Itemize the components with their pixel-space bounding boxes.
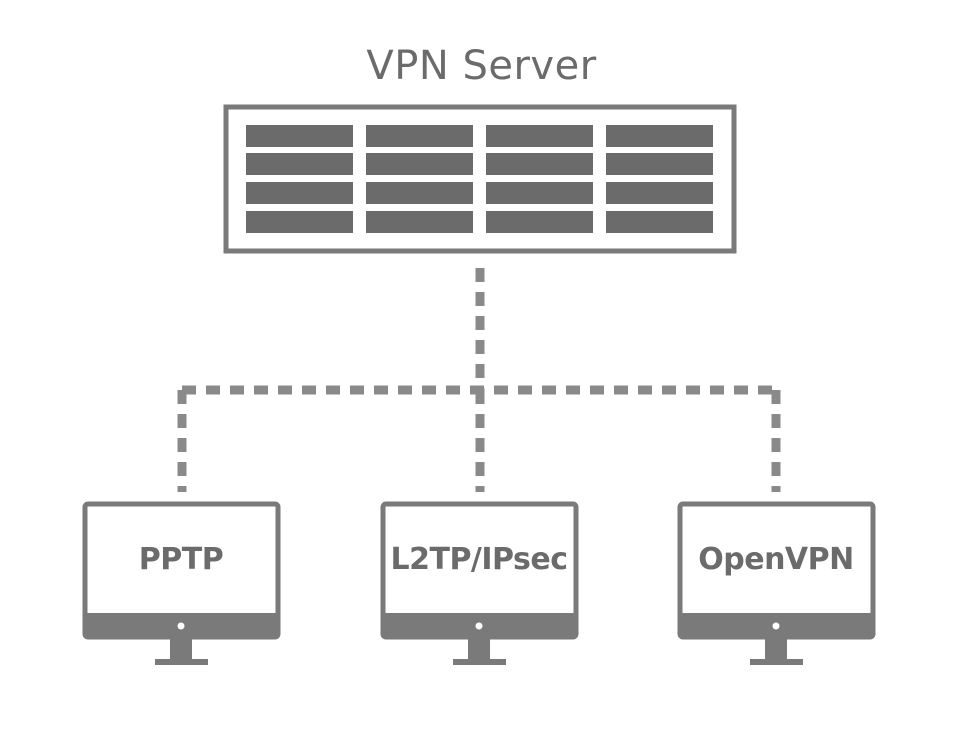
monitor-icon xyxy=(82,501,281,665)
server-rack-drives xyxy=(246,125,713,233)
connection-lines xyxy=(177,268,781,492)
client-label-pptp: PPTP xyxy=(138,542,224,577)
monitor-icon xyxy=(677,501,876,665)
server-rack-icon xyxy=(223,104,737,254)
client-label-l2tp-ipsec: L2TP/IPsec xyxy=(390,542,568,577)
client-label-openvpn: OpenVPN xyxy=(698,542,854,577)
server-title: VPN Server xyxy=(366,43,597,89)
monitor-icon xyxy=(380,501,579,665)
